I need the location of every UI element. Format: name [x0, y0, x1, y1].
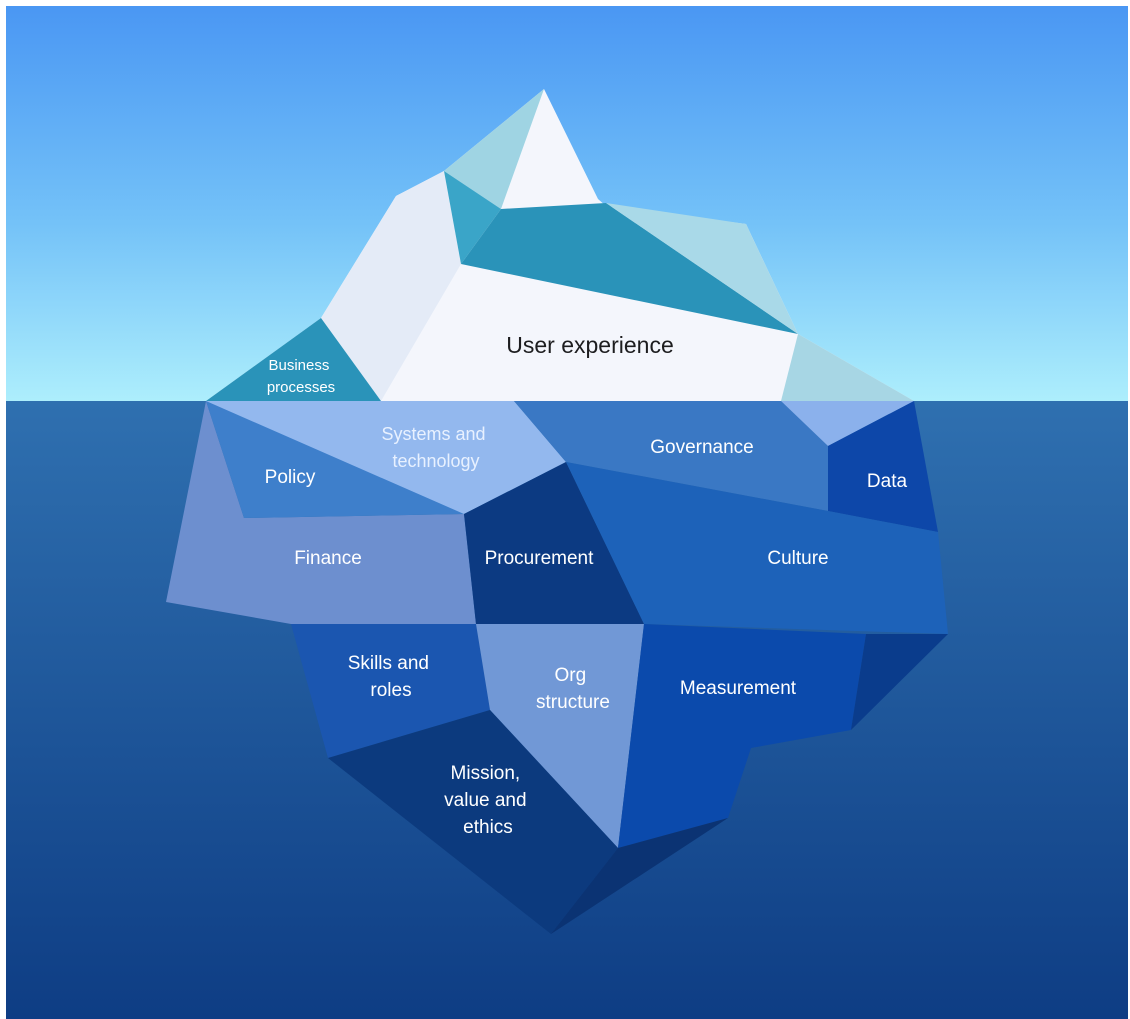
labels: User experience Business processes Syste…: [265, 332, 908, 838]
label-governance: Governance: [650, 437, 754, 458]
segment-finance: [166, 401, 476, 624]
segment-policy: [206, 401, 464, 518]
label-skills-roles: Skills and roles: [348, 653, 435, 701]
segment-systems-technology: [206, 401, 566, 514]
ice-face-business-processes: [206, 318, 381, 401]
ice-face-right-pale: [606, 203, 798, 334]
label-culture: Culture: [767, 548, 828, 569]
segment-measurement: [618, 624, 866, 848]
label-data: Data: [867, 471, 908, 492]
label-org-structure: Org structure: [536, 665, 610, 713]
label-procurement: Procurement: [485, 548, 594, 569]
iceberg-svg: User experience Business processes Syste…: [6, 6, 1128, 1019]
segment-pale-right: [781, 401, 914, 446]
label-business-processes: Business processes: [267, 357, 335, 396]
label-policy: Policy: [265, 467, 316, 488]
label-finance: Finance: [294, 548, 362, 569]
segment-right-wedge: [851, 634, 948, 730]
ice-face-upper-teal: [444, 89, 544, 209]
ice-face-teal-band: [461, 203, 798, 334]
label-user-experience: User experience: [506, 332, 673, 358]
segment-procurement: [464, 462, 644, 624]
label-mission-values: Mission, value and ethics: [444, 763, 532, 838]
segment-org-structure: [476, 624, 644, 848]
segment-skills-roles: [291, 624, 490, 758]
ice-face-teal-small: [444, 171, 501, 264]
iceberg-diagram: User experience Business processes Syste…: [6, 6, 1128, 1019]
segment-governance: [514, 401, 828, 511]
ice-face-left: [321, 171, 461, 401]
label-systems-technology: Systems and technology: [381, 424, 490, 471]
ice-face-right-low: [781, 334, 914, 401]
iceberg-tip: [206, 89, 914, 401]
segment-mission-values: [328, 710, 618, 934]
segment-culture: [566, 462, 948, 634]
segment-data: [828, 401, 938, 532]
iceberg-body: [166, 401, 948, 934]
segment-tail: [551, 818, 728, 934]
label-measurement: Measurement: [680, 678, 797, 699]
